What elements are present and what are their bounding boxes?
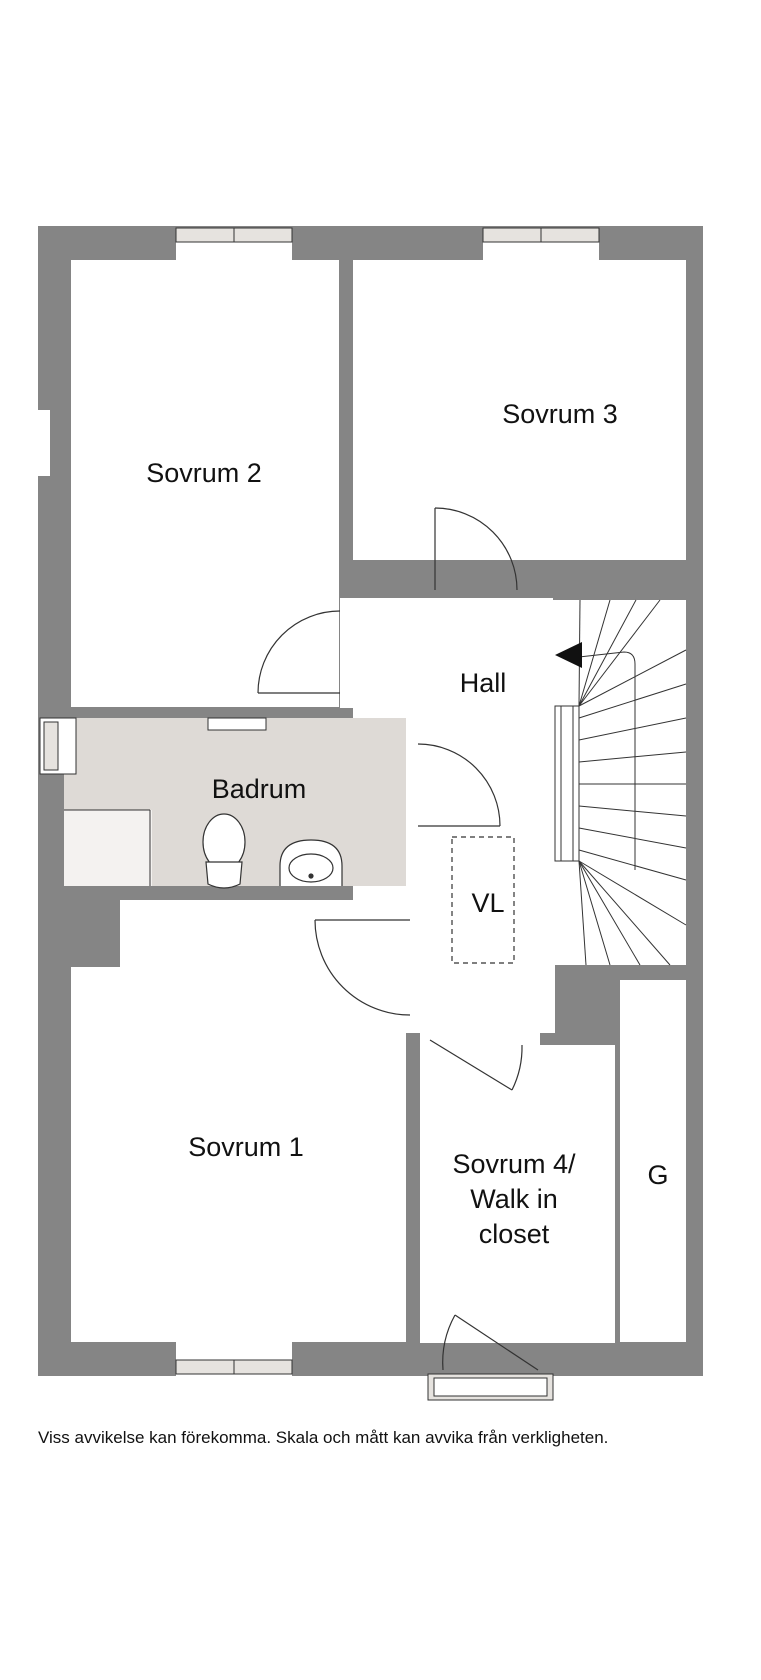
label-sovrum4-line3: closet	[479, 1219, 550, 1249]
label-sovrum2: Sovrum 2	[146, 458, 262, 488]
room-sovrum2	[71, 260, 339, 707]
label-sovrum4-line1: Sovrum 4/	[452, 1149, 576, 1179]
label-hall: Hall	[460, 668, 507, 698]
stair-direction-arrow	[555, 642, 582, 668]
vl-box	[451, 836, 515, 964]
staircase	[554, 599, 687, 966]
window-left-small	[38, 410, 50, 476]
bathroom-vent	[207, 717, 267, 731]
label-sovrum3: Sovrum 3	[502, 399, 618, 429]
room-g	[620, 980, 686, 1342]
toilet-icon	[202, 813, 246, 889]
door-sovrum4	[429, 1039, 523, 1091]
label-sovrum1: Sovrum 1	[188, 1132, 304, 1162]
window-top-right	[482, 227, 600, 260]
window-bathroom	[39, 717, 77, 775]
window-top-left	[175, 227, 293, 260]
label-sovrum4-line2: Walk in	[470, 1184, 558, 1214]
label-vl: VL	[471, 888, 504, 918]
door-badrum	[417, 743, 501, 827]
room-sovrum1-entry	[120, 900, 406, 970]
door-balcony	[442, 1314, 539, 1371]
label-g: G	[647, 1160, 668, 1190]
bathroom-niche	[64, 810, 152, 886]
room-sovrum4	[420, 1045, 615, 1343]
door-sovrum1	[314, 919, 411, 1016]
room-sovrum3	[353, 260, 686, 560]
disclaimer-text: Viss avvikelse kan förekomma. Skala och …	[38, 1428, 609, 1447]
room-sovrum4-top	[420, 1005, 540, 1050]
room-hall-west	[340, 598, 420, 708]
door-sovrum3	[434, 507, 518, 591]
door-sovrum2	[257, 610, 341, 694]
window-bottom-right	[427, 1373, 554, 1401]
label-badrum: Badrum	[212, 774, 307, 804]
room-sovrum1	[71, 967, 406, 1342]
window-bottom-left	[175, 1342, 293, 1376]
sink-icon	[279, 839, 343, 886]
